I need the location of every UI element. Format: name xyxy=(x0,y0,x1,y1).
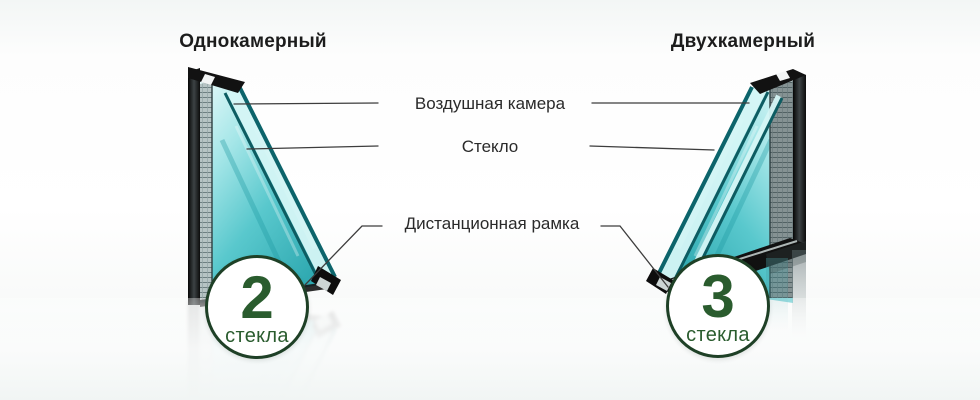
reflection-fade-overlay xyxy=(0,298,980,400)
left-top-cap-notch xyxy=(201,74,215,85)
right-top-cap xyxy=(750,69,806,94)
left-edge-bar xyxy=(188,68,200,305)
right-middle-pane-band xyxy=(659,87,766,285)
left-glass-count-caption: стекла xyxy=(225,325,289,347)
left-outer-pane-edge xyxy=(237,85,337,278)
right-outer-pane-edge xyxy=(655,86,754,278)
left-corner-spacer-metal xyxy=(316,277,331,291)
left-top-cap xyxy=(188,67,245,93)
left-glass-count-badge: 2 стекла xyxy=(205,255,309,359)
callout-air-chamber: Воздушная камера xyxy=(414,94,566,113)
left-inner-pane-edge xyxy=(223,92,323,286)
right-glass-unit xyxy=(646,69,806,303)
right-glass-count-badge: 3 стекла xyxy=(666,254,770,358)
left-inner-pane-band xyxy=(227,87,334,285)
leader-glass-left xyxy=(246,145,379,150)
right-edge-bar xyxy=(793,70,806,252)
left-unit-title: Однокамерный xyxy=(179,31,327,52)
leader-glass-right xyxy=(589,145,715,151)
right-glass-count-number: 3 xyxy=(701,263,735,330)
left-spacer-strip xyxy=(200,81,212,301)
right-glass-count-caption: стекла xyxy=(686,324,750,346)
right-corner-spacer-metal xyxy=(656,277,671,291)
leader-spacer-left xyxy=(303,225,383,287)
right-middle-pane-edge xyxy=(670,91,770,286)
leader-air-chamber-left xyxy=(233,102,379,105)
callout-spacer-frame: Дистанционная рамка xyxy=(404,214,580,233)
callout-glass: Стекло xyxy=(461,137,519,156)
leader-spacer-right xyxy=(600,225,669,288)
leader-lines xyxy=(233,102,750,288)
left-glass-count-number: 2 xyxy=(240,264,274,331)
right-unit-title: Двухкамерный xyxy=(670,31,816,52)
right-top-cap-notch xyxy=(776,71,790,81)
